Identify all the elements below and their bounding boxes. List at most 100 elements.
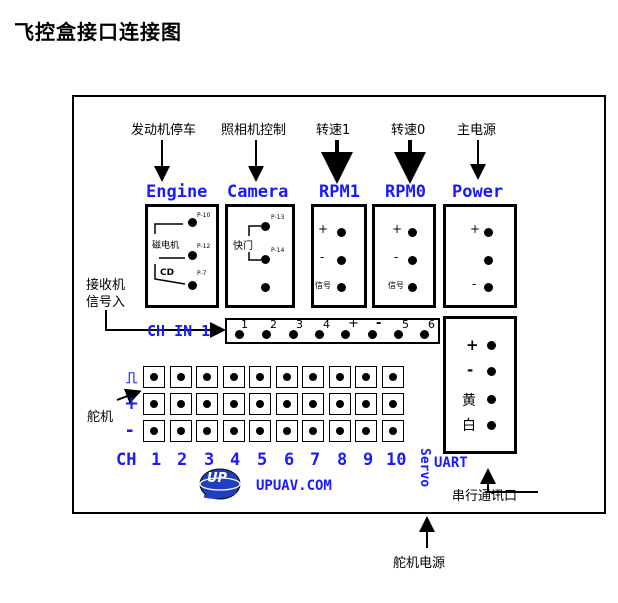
servo-pin-signal-10 [388,373,397,381]
ch-in-label: CH IN 1 [147,322,211,340]
rpm0-connector [372,204,436,308]
servo-pin-minus-8 [335,427,344,435]
serial-port-label: 串行通讯口 [452,489,518,504]
rpm0-pin-2 [408,256,417,265]
servo-pin-minus-1 [150,427,158,435]
servo-pin-minus-2 [176,427,185,435]
camera-pin-3 [261,283,270,292]
ch-num-10: 10 [386,450,407,470]
heading-rpm1: RPM1 [319,182,360,202]
servo-row-minus-label: - [126,420,134,441]
uart-pin-3 [487,395,496,404]
servo-cell-plus-3 [196,393,218,415]
servo-cell-signal-1 [143,366,165,388]
servo-cell-minus-3 [196,420,218,442]
ch-num-9: 9 [363,450,374,470]
uart-white-label: 白 [462,418,476,434]
servo-cell-plus-1 [143,393,165,415]
servo-pin-minus-9 [362,427,370,435]
servo-pin-minus-5 [256,427,264,435]
uart-connector [443,316,517,454]
heading-rpm0: RPM0 [385,182,426,202]
ch-in-pin-5 [341,330,350,339]
page-title: 飞控盒接口连接图 [14,20,182,44]
servo-cell-minus-5 [249,420,271,442]
servo-pin-signal-6 [282,373,291,381]
engine-cd-label: CD [160,268,175,278]
ch-in-strip [225,318,440,344]
servo-pin-plus-8 [335,400,344,408]
servo-cell-minus-6 [275,420,298,442]
servo-pin-plus-7 [309,400,317,408]
rpm1-pin-3 [337,283,346,292]
ch-num-1: 1 [151,450,162,470]
engine-pin-3 [188,281,197,290]
servo-pin-plus-3 [203,400,211,408]
uart-yellow-label: 黄 [462,393,476,409]
power-pin-1 [484,228,493,237]
engine-pin-label-3: P-7 [197,270,207,277]
servo-cell-signal-2 [169,366,192,388]
servo-cell-plus-7 [302,393,324,415]
power-pin-2 [484,256,493,265]
servo-cell-plus-5 [249,393,271,415]
rpm0-minus-label: - [394,250,399,264]
ch-in-num-2: 2 [270,318,277,331]
board-frame [72,95,606,514]
servo-pin-signal-7 [309,373,317,381]
power-plus-label: + [470,222,481,236]
camera-pin-2 [261,255,270,264]
servo-cell-signal-8 [328,366,351,388]
servo-cell-minus-1 [143,420,165,442]
engine-pin-2 [188,251,197,260]
camera-pin-1 [261,222,270,231]
ch-in-pin-2 [262,330,271,339]
servo-label: 舵机 [87,410,114,425]
servo-pin-signal-2 [176,373,185,381]
servo-row-plus-label: + [124,393,140,414]
servo-pin-plus-1 [150,400,158,408]
servo-pin-signal-8 [335,373,344,381]
receiver-label-line2: 信号入 [86,295,126,310]
servo-cell-signal-4 [222,366,245,388]
camera-pin-label-1: P-13 [271,214,285,221]
servo-cell-plus-6 [275,393,298,415]
engine-pin-label-1: P-10 [197,212,211,219]
rpm1-minus-label: - [320,250,325,264]
servo-cell-minus-2 [169,420,192,442]
servo-pin-minus-10 [388,427,397,435]
ch-num-2: 2 [177,450,188,470]
servo-cell-signal-3 [196,366,218,388]
servo-pin-plus-4 [229,400,238,408]
servo-pin-minus-3 [203,427,211,435]
servo-pin-signal-5 [256,373,264,381]
logo-text: UP [207,471,228,486]
ch-num-6: 6 [284,450,295,470]
servo-cell-plus-2 [169,393,192,415]
servo-pin-plus-6 [282,400,291,408]
camera-connector [225,204,295,308]
ch-num-4: 4 [230,450,241,470]
servo-pin-minus-6 [282,427,291,435]
servo-pin-signal-9 [362,373,370,381]
power-connector [443,204,517,308]
ch-in-pin-3 [289,330,298,339]
ch-in-num-1: 1 [241,318,248,331]
servo-cell-minus-7 [302,420,324,442]
servo-cell-signal-9 [355,366,377,388]
servo-pin-signal-3 [203,373,211,381]
engine-pin-label-2: P-12 [197,243,211,250]
servo-cell-signal-5 [249,366,271,388]
servo-power-label: 舵机电源 [393,556,446,571]
ch-in-num-6: 6 [428,318,435,331]
label-main-power: 主电源 [457,123,497,138]
heading-camera: Camera [227,182,289,202]
rpm1-signal-label: 信号 [315,281,331,290]
servo-pin-signal-1 [150,373,158,381]
ch-in-num-3: 3 [296,318,303,331]
servo-cell-plus-8 [328,393,351,415]
servo-pin-plus-10 [388,400,397,408]
label-rpm1: 转速1 [316,123,351,138]
servo-row-signal-label: ⎍ [126,368,138,387]
label-camera-control: 照相机控制 [221,123,287,138]
